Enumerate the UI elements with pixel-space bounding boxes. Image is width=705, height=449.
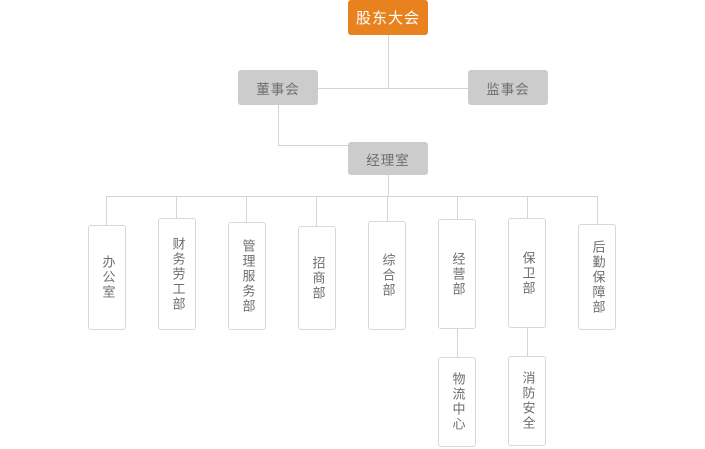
node-subunit-logistics-center[interactable]: 物流中心 — [438, 357, 476, 447]
node-label: 综合部 — [379, 253, 395, 298]
node-department-investment[interactable]: 招商部 — [298, 226, 336, 330]
node-label: 经理室 — [366, 152, 410, 169]
node-label: 后勤保障部 — [589, 239, 605, 315]
node-label: 管理服务部 — [239, 238, 255, 314]
connector-drop-dept-3 — [246, 196, 247, 222]
node-department-management-service[interactable]: 管理服务部 — [228, 222, 266, 330]
node-label: 保卫部 — [519, 250, 535, 296]
connector-drop-dept-1 — [106, 196, 107, 225]
node-department-general[interactable]: 综合部 — [368, 221, 406, 330]
node-department-logistics-support[interactable]: 后勤保障部 — [578, 224, 616, 330]
connector-department-bus — [106, 196, 597, 197]
node-label: 财务劳工部 — [169, 236, 185, 312]
connector-drop-sub-2 — [527, 328, 528, 356]
connector-manager-down — [388, 174, 389, 196]
node-label: 办公室 — [99, 255, 115, 300]
node-department-office[interactable]: 办公室 — [88, 225, 126, 330]
connector-board-down — [278, 105, 279, 145]
node-label: 物流中心 — [449, 372, 465, 432]
node-department-security[interactable]: 保卫部 — [508, 218, 546, 328]
node-label: 监事会 — [486, 81, 530, 98]
node-board-of-directors[interactable]: 董事会 — [238, 70, 318, 105]
connector-drop-dept-2 — [176, 196, 177, 218]
connector-board-to-manager — [278, 145, 348, 146]
connector-drop-dept-8 — [597, 196, 598, 224]
node-label: 经营部 — [449, 251, 465, 297]
node-department-operations[interactable]: 经营部 — [438, 219, 476, 329]
node-board-of-supervisors[interactable]: 监事会 — [468, 70, 548, 105]
node-department-finance-labor[interactable]: 财务劳工部 — [158, 218, 196, 330]
node-label: 股东大会 — [355, 9, 420, 27]
connector-drop-sub-1 — [457, 329, 458, 357]
node-root-shareholders-meeting[interactable]: 股东大会 — [348, 0, 428, 35]
connector-drop-dept-5 — [387, 196, 388, 221]
node-label: 董事会 — [256, 81, 300, 98]
connector-level2-bus — [318, 88, 468, 89]
connector-drop-dept-6 — [457, 196, 458, 219]
node-label: 招商部 — [309, 255, 325, 301]
node-subunit-fire-safety[interactable]: 消防安全 — [508, 356, 546, 446]
connector-root-down — [388, 35, 389, 88]
node-label: 消防安全 — [519, 371, 535, 431]
node-managers-office[interactable]: 经理室 — [348, 142, 428, 175]
connector-drop-dept-7 — [527, 196, 528, 218]
connector-drop-dept-4 — [316, 196, 317, 226]
